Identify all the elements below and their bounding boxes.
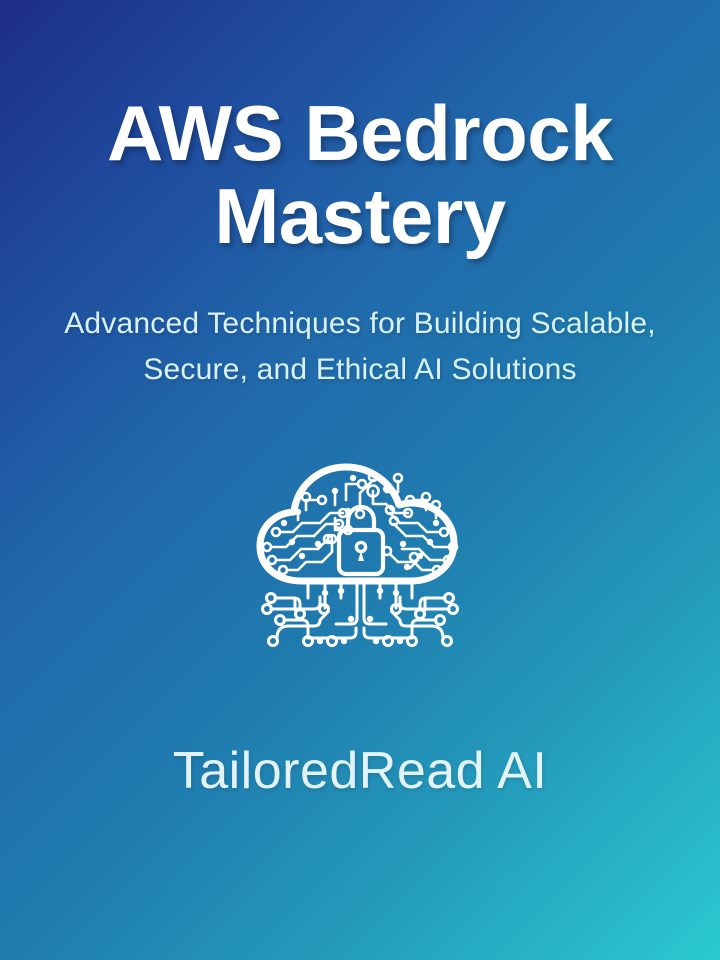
cover-subtitle: Advanced Techniques for Building Scalabl… [64,306,656,386]
cloud-circuit-lock-icon [240,448,480,663]
title-block: AWS Bedrock Mastery [40,89,680,261]
pcb-node-dots [316,587,404,645]
circuit-node-dots [280,474,440,571]
cover-title: AWS Bedrock Mastery [107,89,613,261]
circuit-node-rings [261,471,459,576]
brand-block: TailoredRead AI [0,741,720,801]
brand-name: TailoredRead AI [172,742,548,801]
pcb-node-rings [261,592,459,648]
cloud-circuit-traces-left [269,492,345,572]
subtitle-block: Advanced Techniques for Building Scalabl… [60,301,660,392]
padlock-icon [336,504,386,577]
